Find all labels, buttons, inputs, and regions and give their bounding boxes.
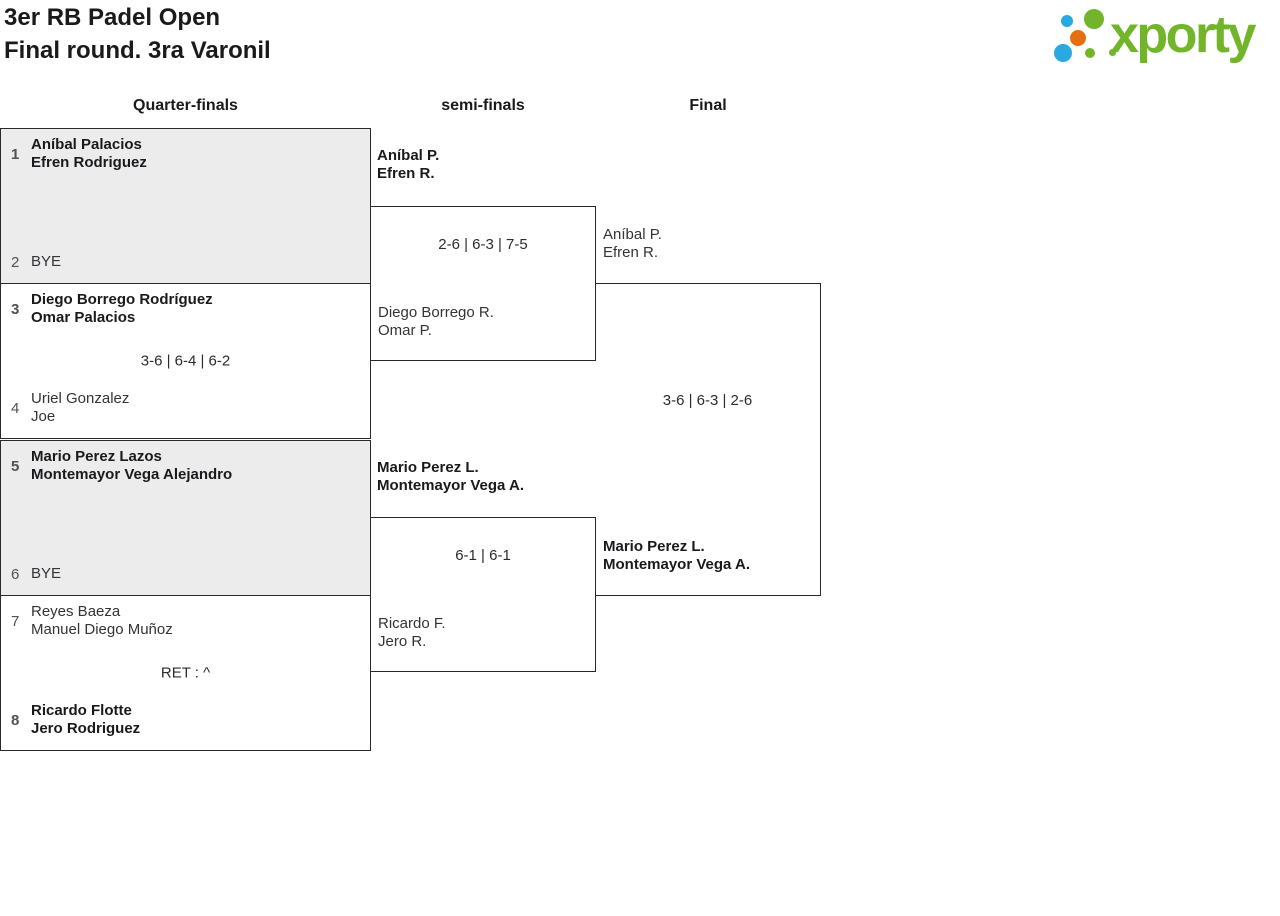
finalist-top-names: Aníbal P. Efren R. — [603, 226, 662, 262]
semifinal-1-score: 2-6 | 6-3 | 7-5 — [438, 236, 528, 253]
player-name: BYE — [31, 565, 62, 582]
seed-number: 4 — [11, 399, 20, 417]
player-name: Reyes Baeza — [31, 603, 121, 620]
player-name: Diego Borrego Rodríguez — [31, 291, 213, 308]
seed-number: 7 — [11, 612, 20, 630]
team-names: BYE — [31, 253, 61, 271]
logo-dot-orange-icon — [1070, 30, 1086, 46]
player-name: Aníbal Palacios — [31, 136, 142, 153]
quarterfinal-match-1: 1 Aníbal Palacios Efren Rodriguez 2 BYE — [0, 128, 371, 284]
player-name: Montemayor Vega A. — [603, 556, 750, 573]
seed-number: 2 — [11, 253, 20, 271]
player-name: Efren Rodriguez — [31, 154, 147, 171]
semifinal-2-loser-names: Ricardo F. Jero R. — [378, 615, 446, 651]
quarterfinal-match-2: 3 Diego Borrego Rodríguez Omar Palacios … — [0, 283, 371, 439]
player-name: Mario Perez L. — [603, 538, 705, 555]
player-name: Ricardo Flotte — [31, 702, 132, 719]
match-score: 3-6 | 6-4 | 6-2 — [140, 352, 231, 370]
logo-dot-blue-large-icon — [1054, 44, 1072, 62]
final-score: 3-6 | 6-3 | 2-6 — [662, 392, 753, 409]
team-slot-seed-5: 5 Mario Perez Lazos Montemayor Vega Alej… — [9, 448, 362, 484]
semifinal-2-score: 6-1 | 6-1 — [455, 547, 511, 564]
player-name: Aníbal P. — [377, 147, 440, 164]
semifinal-1-winner-names: Aníbal P. Efren R. — [377, 147, 439, 183]
player-name: Ricardo F. — [378, 615, 446, 632]
team-slot-seed-6: 6 BYE — [9, 565, 362, 583]
semifinal-2-winner-names: Mario Perez L. Montemayor Vega A. — [377, 459, 524, 495]
quarterfinal-match-3: 5 Mario Perez Lazos Montemayor Vega Alej… — [0, 440, 371, 596]
seed-number: 8 — [11, 711, 20, 729]
tournament-name: 3er RB Padel Open — [4, 4, 221, 31]
player-name: Omar Palacios — [31, 309, 136, 326]
player-name: Manuel Diego Muñoz — [31, 621, 173, 638]
quarterfinal-match-4: 7 Reyes Baeza Manuel Diego Muñoz RET : ^… — [0, 595, 371, 751]
seed-number: 1 — [11, 145, 20, 163]
player-name: Jero R. — [378, 633, 427, 650]
logo-dot-green-tiny-icon — [1109, 49, 1116, 56]
team-names: Uriel Gonzalez Joe — [31, 390, 129, 426]
team-slot-seed-8: 8 Ricardo Flotte Jero Rodriguez — [9, 702, 362, 738]
semifinal-match-1: 2-6 | 6-3 | 7-5 Diego Borrego R. Omar P. — [370, 206, 596, 361]
round-subtitle: Final round. 3ra Varonil — [4, 37, 271, 64]
player-name: Joe — [31, 408, 56, 425]
page-title: 3er RB Padel Open Final round. 3ra Varon… — [4, 1, 271, 67]
team-names: BYE — [31, 565, 61, 583]
semifinal-match-2: 6-1 | 6-1 Ricardo F. Jero R. — [370, 517, 596, 672]
team-names: Aníbal Palacios Efren Rodriguez — [31, 136, 147, 172]
team-slot-seed-1: 1 Aníbal Palacios Efren Rodriguez — [9, 136, 362, 172]
team-slot-seed-7: 7 Reyes Baeza Manuel Diego Muñoz — [9, 603, 362, 639]
team-slot-seed-2: 2 BYE — [9, 253, 362, 271]
final-match: 3-6 | 6-3 | 2-6 — [595, 283, 821, 596]
player-name: Uriel Gonzalez — [31, 390, 130, 407]
team-names: Mario Perez Lazos Montemayor Vega Alejan… — [31, 448, 232, 484]
player-name: Jero Rodriguez — [31, 720, 141, 737]
team-slot-seed-3: 3 Diego Borrego Rodríguez Omar Palacios — [9, 291, 362, 327]
logo-dot-green-small-icon — [1085, 48, 1095, 58]
player-name: Montemayor Vega Alejandro — [31, 466, 233, 483]
player-name: Efren R. — [603, 244, 659, 261]
finalist-bottom-winner-names: Mario Perez L. Montemayor Vega A. — [603, 538, 750, 574]
player-name: Mario Perez L. — [377, 459, 479, 476]
seed-number: 3 — [11, 300, 20, 318]
team-names: Diego Borrego Rodríguez Omar Palacios — [31, 291, 213, 327]
player-name: BYE — [31, 253, 62, 270]
seed-number: 6 — [11, 565, 20, 583]
player-name: Aníbal P. — [603, 226, 662, 243]
match-score: RET : ^ — [160, 664, 211, 682]
column-header-semi-finals: semi-finals — [441, 97, 525, 114]
logo-wordmark: xporty — [1110, 6, 1256, 64]
column-header-final: Final — [689, 97, 727, 114]
team-slot-seed-4: 4 Uriel Gonzalez Joe — [9, 390, 362, 426]
team-names: Reyes Baeza Manuel Diego Muñoz — [31, 603, 173, 639]
player-name: Mario Perez Lazos — [31, 448, 162, 465]
logo-dot-green-large-icon — [1084, 9, 1104, 29]
logo-dot-blue-small-icon — [1061, 15, 1073, 27]
player-name: Montemayor Vega A. — [377, 477, 524, 494]
player-name: Omar P. — [378, 322, 432, 339]
player-name: Diego Borrego R. — [378, 304, 494, 321]
team-names: Ricardo Flotte Jero Rodriguez — [31, 702, 140, 738]
seed-number: 5 — [11, 457, 20, 475]
player-name: Efren R. — [377, 165, 435, 182]
column-header-quarter-finals: Quarter-finals — [133, 97, 238, 114]
semifinal-1-loser-names: Diego Borrego R. Omar P. — [378, 304, 494, 340]
